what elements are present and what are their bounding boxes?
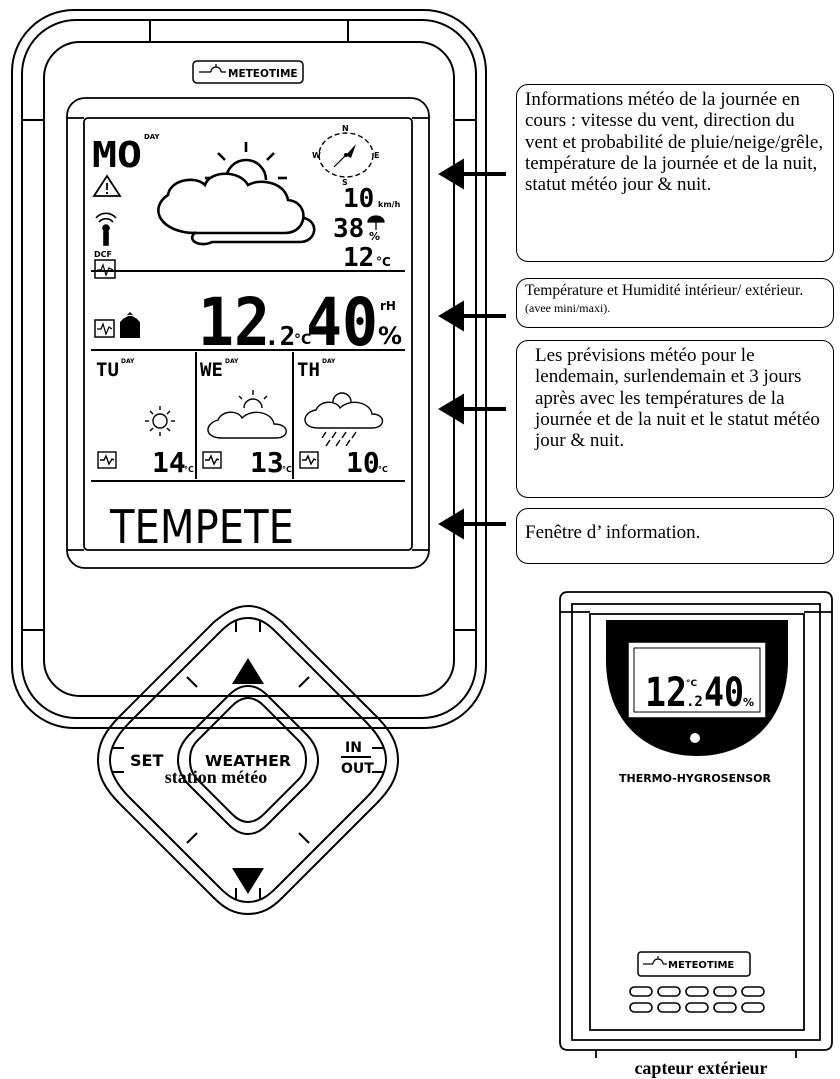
station-brand-badge: METEOTIME <box>192 60 304 84</box>
down-button-icon[interactable] <box>232 868 264 894</box>
callout-forecast-text: Les prévisions météo pour le lendemain, … <box>535 345 820 452</box>
sun-cloud-small-icon <box>207 390 287 439</box>
forecast-temp-1-unit: °C <box>184 465 194 474</box>
control-pad <box>96 604 400 916</box>
forecast-temp-3: 10 <box>346 446 380 479</box>
callout-arrows <box>438 158 506 540</box>
day-temperature-unit: °C <box>376 255 391 269</box>
umbrella-icon <box>367 215 385 230</box>
station-caption: station météo <box>165 767 267 787</box>
sun-cloud-icon <box>157 142 316 246</box>
sensor-humidity: 40 <box>704 670 744 716</box>
rain-cloud-icon <box>304 392 384 447</box>
forecast-temp-1: 14 <box>152 446 186 479</box>
warning-icon <box>92 174 122 197</box>
humidity-value: 40 <box>306 284 378 361</box>
svg-text:OUT: OUT <box>122 330 139 338</box>
lcd-bezel <box>66 97 430 569</box>
weather-button[interactable] <box>176 684 320 836</box>
day-temperature: 12 <box>343 243 374 273</box>
temperature-integer: 12 <box>198 284 270 361</box>
callout-current-day: Informations météo de la journée en cour… <box>516 84 834 262</box>
sensor-channel-icon <box>94 259 116 279</box>
up-button-icon[interactable] <box>232 658 264 684</box>
compass-north: N <box>342 124 349 133</box>
in-out-button-in[interactable]: IN <box>345 740 362 756</box>
forecast-day-3: TH <box>297 359 320 381</box>
sensor-temp-decimal: .2 <box>686 694 703 710</box>
temperature-decimal: .2 <box>264 322 295 352</box>
outdoor-house-icon: OUT <box>120 312 140 338</box>
callout-info-window: Fenêtre d’ information. <box>516 508 834 564</box>
rain-unit: % <box>369 230 380 243</box>
set-button[interactable]: SET <box>130 751 163 770</box>
station-body <box>11 9 487 729</box>
forecast-temp-2: 13 <box>250 446 284 479</box>
callout-current-day-text: Informations météo de la journée en cour… <box>525 89 824 196</box>
forecast-sensor-icons <box>97 451 319 469</box>
wind-compass-icon <box>318 132 374 178</box>
dcf-label: DCF <box>94 250 112 259</box>
radio-signal-icon <box>95 212 117 246</box>
sensor-caption: capteur extérieur <box>634 1058 767 1078</box>
sensor-temp-integer: 12 <box>645 670 687 716</box>
forecast-day-3-tag: DAY <box>322 358 336 365</box>
humidity-rh: rH <box>380 299 396 313</box>
humidity-unit: % <box>378 322 402 350</box>
info-window-text: TEMPETE <box>109 500 294 554</box>
wind-speed: 10 <box>343 184 374 214</box>
sensor-vents <box>629 986 765 1013</box>
station-brand-text: METEOTIME <box>228 68 298 80</box>
compass-east: E <box>374 151 379 160</box>
callout-info-window-text: Fenêtre d’ information. <box>525 522 701 543</box>
sensor-humidity-unit: % <box>743 696 754 709</box>
sun-icon <box>145 406 175 436</box>
callout-forecast: Les prévisions météo pour le lendemain, … <box>516 340 834 498</box>
compass-west: W <box>312 151 321 160</box>
in-out-button-out[interactable]: OUT <box>341 761 374 777</box>
compass-south: S <box>342 178 348 187</box>
callout-temp-humidity-text: Température et Humidité intérieur/ extér… <box>525 282 804 299</box>
sensor-temp-unit: °C <box>686 679 698 689</box>
temperature-unit: °C <box>294 332 311 348</box>
callout-temp-humidity-note: (avee mini/maxi). <box>525 301 611 316</box>
forecast-day-2-tag: DAY <box>225 358 239 365</box>
sensor-brand-badge: METEOTIME <box>637 951 751 977</box>
wind-unit: km/h <box>378 200 401 209</box>
lcd-day: MO <box>92 135 142 176</box>
forecast-day-1: TU <box>96 359 119 381</box>
sensor-body <box>559 591 833 1058</box>
lcd-dividers <box>91 270 405 482</box>
sensor-brand-text: METEOTIME <box>668 960 734 971</box>
forecast-day-1-tag: DAY <box>121 358 135 365</box>
weather-button-label: WEATHER <box>205 752 291 770</box>
callout-temp-humidity: Température et Humidité intérieur/ extér… <box>516 278 834 328</box>
rain-probability: 38 <box>333 214 364 244</box>
forecast-temp-3-unit: °C <box>378 465 388 474</box>
sensor-channel-icon-row <box>94 319 115 338</box>
sensor-lcd-housing <box>606 620 788 756</box>
lcd-day-tag: DAY <box>144 133 161 141</box>
forecast-temp-2-unit: °C <box>282 465 292 474</box>
sensor-model-label: THERMO-HYGROSENSOR <box>619 773 771 785</box>
forecast-day-2: WE <box>200 359 223 381</box>
